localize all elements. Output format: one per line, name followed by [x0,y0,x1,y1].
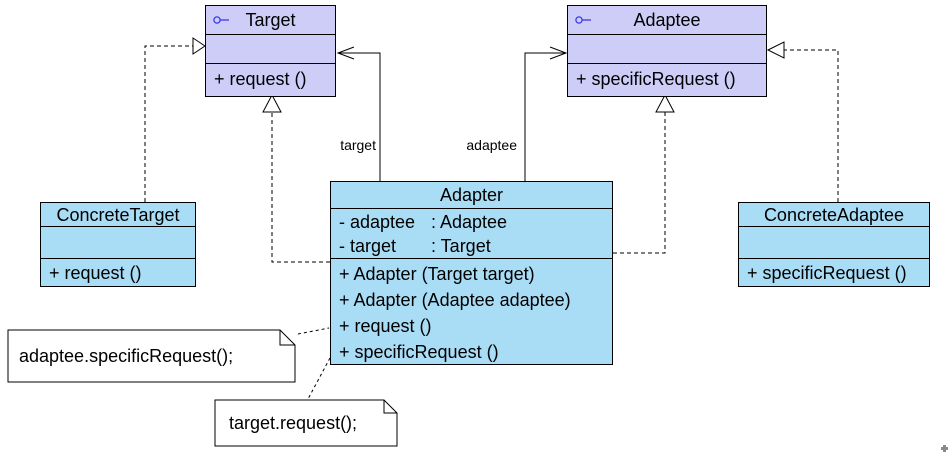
open-arrowhead [549,46,568,60]
realization-adapter-adaptee[interactable] [613,93,675,254]
method-label: + Adapter (Target target) [339,264,535,284]
class-concretetarget-header: ConcreteTarget [41,203,195,227]
method-label: + request () [214,69,307,89]
class-concretetarget-attributes [41,227,195,259]
note-anchor-line [307,357,331,400]
note-adaptee-specificrequest-text: adaptee.specificRequest(); [19,345,234,366]
class-adapter-methods: + Adapter (Target target) + Adapter (Ada… [331,259,612,365]
note-fold [279,330,295,346]
resize-handle-mark-bar [943,445,946,452]
class-adaptee-methods: + specificRequest () [568,64,766,95]
hollow-triangle-arrowhead [655,93,675,113]
class-concreteadaptee[interactable]: ConcreteAdaptee + specificRequest () [738,202,930,287]
realization-adapter-target[interactable] [262,93,330,263]
class-adaptee[interactable]: Adaptee + specificRequest () [567,5,767,97]
class-adaptee-attributes [568,35,766,64]
association-line [338,52,381,181]
open-arrowhead [336,46,355,60]
note-fold [383,400,397,414]
method-label: + request () [49,263,142,283]
method-label: + request () [339,316,432,336]
hollow-triangle-arrowhead [262,93,282,113]
association-adapter-adaptee[interactable] [524,46,568,181]
note-body [7,329,296,383]
class-target[interactable]: Target + request () [205,5,336,97]
realization-line [271,112,330,263]
realization-concreteadaptee-adaptee[interactable] [766,41,839,202]
hollow-triangle-arrowhead [766,41,785,59]
realization-line [613,112,666,254]
attribute-label: - target: Target [339,236,491,256]
attribute-label: - adaptee: Adaptee [339,212,508,232]
class-stereotype-icon [575,15,592,25]
method-label: + specificRequest () [339,342,499,362]
class-title: ConcreteTarget [56,204,180,225]
hollow-triangle-arrowhead [192,37,206,55]
class-adapter-attributes: - adaptee: Adaptee - target: Target [331,209,612,259]
method-label: + specificRequest () [747,263,907,283]
resize-handle-mark [941,445,948,452]
class-title: ConcreteAdaptee [763,204,905,225]
class-target-header: Target [206,6,335,35]
note-adaptee-specificrequest-shape[interactable] [7,327,330,383]
class-title: Adapter [439,185,504,205]
class-adapter-header: Adapter [331,182,612,209]
realization-concretetarget-target[interactable] [144,37,206,202]
note-target-request-shape[interactable] [214,357,398,447]
note-body [214,399,398,447]
class-concreteadaptee-attributes [739,227,929,259]
class-target-attributes [206,35,335,64]
association-line [524,52,565,181]
class-concretetarget[interactable]: ConcreteTarget + request () [40,202,196,287]
class-target-methods: + request () [206,64,335,95]
class-concretetarget-methods: + request () [41,259,195,287]
class-title: Target [245,10,296,30]
class-adaptee-header: Adaptee [568,6,766,35]
class-stereotype-icon [213,15,230,25]
class-concreteadaptee-header: ConcreteAdaptee [739,203,929,227]
realization-line [144,45,194,202]
realization-line [784,49,839,202]
class-concreteadaptee-methods: + specificRequest () [739,259,929,287]
method-label: + specificRequest () [576,69,736,89]
association-label-adaptee: adaptee [466,137,517,153]
note-anchor-line [297,327,330,335]
association-adapter-target[interactable] [336,46,381,181]
note-target-request-text: target.request(); [229,412,358,433]
class-adapter[interactable]: Adapter - adaptee: Adaptee - target: Tar… [330,181,613,365]
association-label-target: target [340,137,376,153]
method-label: + Adapter (Adaptee adaptee) [339,290,571,310]
class-title: Adaptee [633,10,701,30]
